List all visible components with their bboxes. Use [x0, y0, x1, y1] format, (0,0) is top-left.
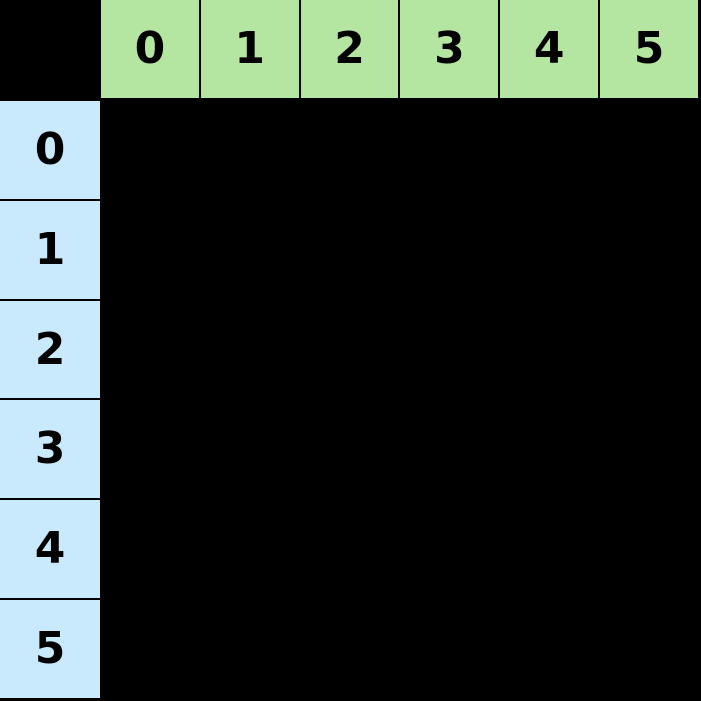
column-header-cell-1[interactable]: 1	[200, 0, 301, 98]
column-header-label: 1	[234, 23, 266, 74]
row-header-cell-2[interactable]: 2	[0, 300, 100, 401]
column-header-row: 0 1 2 3 4 5	[101, 0, 698, 98]
row-header-column: 0 1 2 3 4 5	[0, 101, 100, 698]
column-header-label: 3	[434, 23, 465, 74]
grid-body	[101, 101, 698, 698]
row-header-cell-3[interactable]: 3	[0, 400, 100, 501]
grid-cell[interactable]	[200, 300, 300, 400]
column-header-label: 2	[334, 23, 365, 74]
grid-cell[interactable]	[399, 200, 499, 300]
column-header-label: 4	[533, 23, 565, 74]
grid-cell[interactable]	[499, 598, 599, 698]
grid-cell[interactable]	[499, 101, 599, 201]
row-header-cell-0[interactable]: 0	[0, 101, 100, 201]
column-header-cell-0[interactable]: 0	[101, 0, 201, 98]
grid-cell[interactable]	[200, 200, 300, 300]
grid-cell[interactable]	[499, 499, 599, 599]
grid-cell[interactable]	[300, 101, 400, 201]
row-header-label: 0	[34, 123, 66, 175]
grid-cell[interactable]	[200, 598, 300, 698]
grid-cell[interactable]	[598, 399, 698, 499]
row-header-label: 3	[34, 423, 66, 475]
row-header-label: 1	[34, 223, 66, 275]
grid-cell[interactable]	[598, 300, 698, 400]
grid-cell[interactable]	[300, 300, 400, 400]
grid-cell[interactable]	[101, 200, 201, 300]
grid-cell[interactable]	[399, 300, 499, 400]
grid-cell[interactable]	[399, 499, 499, 599]
grid-cell[interactable]	[300, 399, 400, 499]
column-header-label: 0	[134, 23, 166, 74]
grid-cell[interactable]	[101, 101, 201, 201]
grid-cell[interactable]	[200, 499, 300, 599]
grid-cell[interactable]	[598, 499, 698, 599]
grid-cell[interactable]	[598, 598, 698, 698]
column-header-label: 5	[633, 23, 665, 74]
row-header-label: 5	[34, 623, 66, 675]
grid-cell[interactable]	[300, 598, 400, 698]
column-header-cell-5[interactable]: 5	[600, 0, 698, 98]
row-header-cell-5[interactable]: 5	[0, 600, 100, 698]
grid-cell[interactable]	[499, 399, 599, 499]
grid-cell[interactable]	[499, 200, 599, 300]
grid-cell[interactable]	[101, 300, 201, 400]
grid-cell[interactable]	[200, 399, 300, 499]
grid-cell[interactable]	[101, 399, 201, 499]
grid-cell[interactable]	[200, 101, 300, 201]
grid-cell[interactable]	[598, 200, 698, 300]
column-header-cell-3[interactable]: 3	[400, 0, 501, 98]
row-header-label: 4	[34, 523, 66, 575]
grid-cell[interactable]	[598, 101, 698, 201]
grid-cell[interactable]	[399, 101, 499, 201]
grid-cell[interactable]	[300, 499, 400, 599]
row-header-cell-4[interactable]: 4	[0, 500, 100, 601]
grid-cell[interactable]	[101, 598, 201, 698]
grid-corner-cell	[0, 0, 100, 98]
grid-cell[interactable]	[399, 399, 499, 499]
grid-cell[interactable]	[499, 300, 599, 400]
column-header-cell-4[interactable]: 4	[500, 0, 601, 98]
grid-cell[interactable]	[300, 200, 400, 300]
column-header-cell-2[interactable]: 2	[300, 0, 401, 98]
row-header-cell-1[interactable]: 1	[0, 200, 100, 301]
grid-cell[interactable]	[101, 499, 201, 599]
grid-cell[interactable]	[399, 598, 499, 698]
row-header-label: 2	[34, 323, 66, 375]
